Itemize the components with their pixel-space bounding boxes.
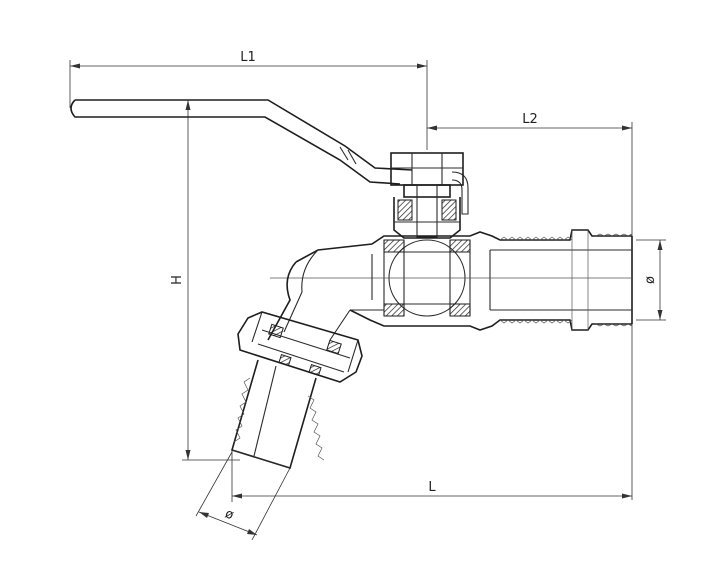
inlet-threads bbox=[499, 230, 633, 330]
valve-body bbox=[267, 229, 633, 341]
label-inlet-diameter: ø bbox=[643, 276, 658, 284]
dimension-lines: L1 L2 H L bbox=[69, 50, 666, 541]
dimension-outlet-diameter: ø bbox=[195, 451, 291, 541]
label-l2: L2 bbox=[522, 112, 538, 127]
label-l: L bbox=[428, 480, 436, 495]
valve-stem bbox=[390, 152, 464, 239]
outlet-nut bbox=[237, 311, 363, 383]
dimension-l: L bbox=[231, 450, 632, 502]
label-l1: L1 bbox=[240, 50, 256, 65]
label-h: H bbox=[170, 275, 185, 285]
lever-handle bbox=[70, 99, 469, 215]
dimension-l1: L1 bbox=[69, 50, 428, 150]
hose-tail bbox=[231, 359, 325, 470]
dimension-h: H bbox=[170, 99, 240, 461]
dimension-inlet-diameter: ø bbox=[636, 239, 666, 321]
label-outlet-diameter: ø bbox=[223, 506, 236, 523]
